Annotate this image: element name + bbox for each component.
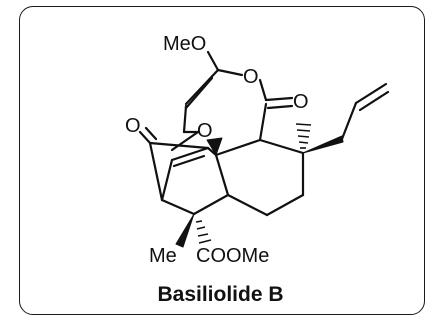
bond-left-2a bbox=[170, 146, 210, 162]
bond-ketone-co-a bbox=[138, 130, 152, 145]
bond-ring-4 bbox=[226, 193, 269, 217]
bond-vinyl-1 bbox=[340, 101, 358, 141]
bond-lactone-ring bbox=[258, 102, 268, 142]
label-ring-oxygen: O bbox=[243, 66, 259, 88]
bond-ring-6 bbox=[214, 138, 262, 157]
bond-ring-1 bbox=[258, 138, 305, 155]
bond-vinyl-chain bbox=[182, 104, 188, 134]
bond-c-oring bbox=[216, 68, 244, 77]
bond-ome-c bbox=[206, 50, 220, 72]
label-methoxy: MeO bbox=[163, 33, 206, 55]
label-lactone-oxygen: O bbox=[293, 91, 309, 113]
bold-me-wedge bbox=[175, 213, 195, 248]
bond-enol-double-b bbox=[184, 76, 214, 110]
bold-bridge-o-wedge bbox=[206, 137, 223, 156]
hashed-methyl-wedge bbox=[295, 123, 312, 149]
figure-frame bbox=[19, 6, 425, 315]
hashed-ester-wedge bbox=[195, 220, 212, 244]
label-ester: COOMe bbox=[196, 245, 269, 267]
bond-left-3 bbox=[160, 158, 174, 202]
bond-left-2b bbox=[172, 154, 206, 168]
label-ketone-oxygen: O bbox=[125, 115, 141, 137]
bond-lactone-co-b bbox=[266, 104, 294, 110]
bond-ketone-co-b bbox=[144, 126, 158, 141]
compound-name: Basiliolide B bbox=[157, 283, 284, 306]
bond-left-5 bbox=[192, 193, 230, 216]
label-methyl: Me bbox=[149, 245, 177, 267]
label-bridge-oxygen: O bbox=[197, 120, 213, 142]
bond-enol-double-a bbox=[184, 68, 220, 106]
bond-left-4 bbox=[160, 198, 196, 216]
bond-ring-5 bbox=[214, 153, 230, 197]
bond-oring-cco bbox=[258, 78, 268, 102]
bond-ketone-bridge-1 bbox=[148, 141, 164, 202]
bond-vinyl-2b bbox=[358, 90, 390, 112]
bond-vinyl-2a bbox=[354, 82, 388, 105]
bond-ring-3 bbox=[265, 193, 305, 217]
bold-vinyl-wedge bbox=[302, 135, 344, 154]
bond-lactone-co-a bbox=[264, 96, 294, 102]
bond-bridge-o-ketone bbox=[170, 130, 200, 152]
bond-left-1 bbox=[206, 146, 218, 157]
